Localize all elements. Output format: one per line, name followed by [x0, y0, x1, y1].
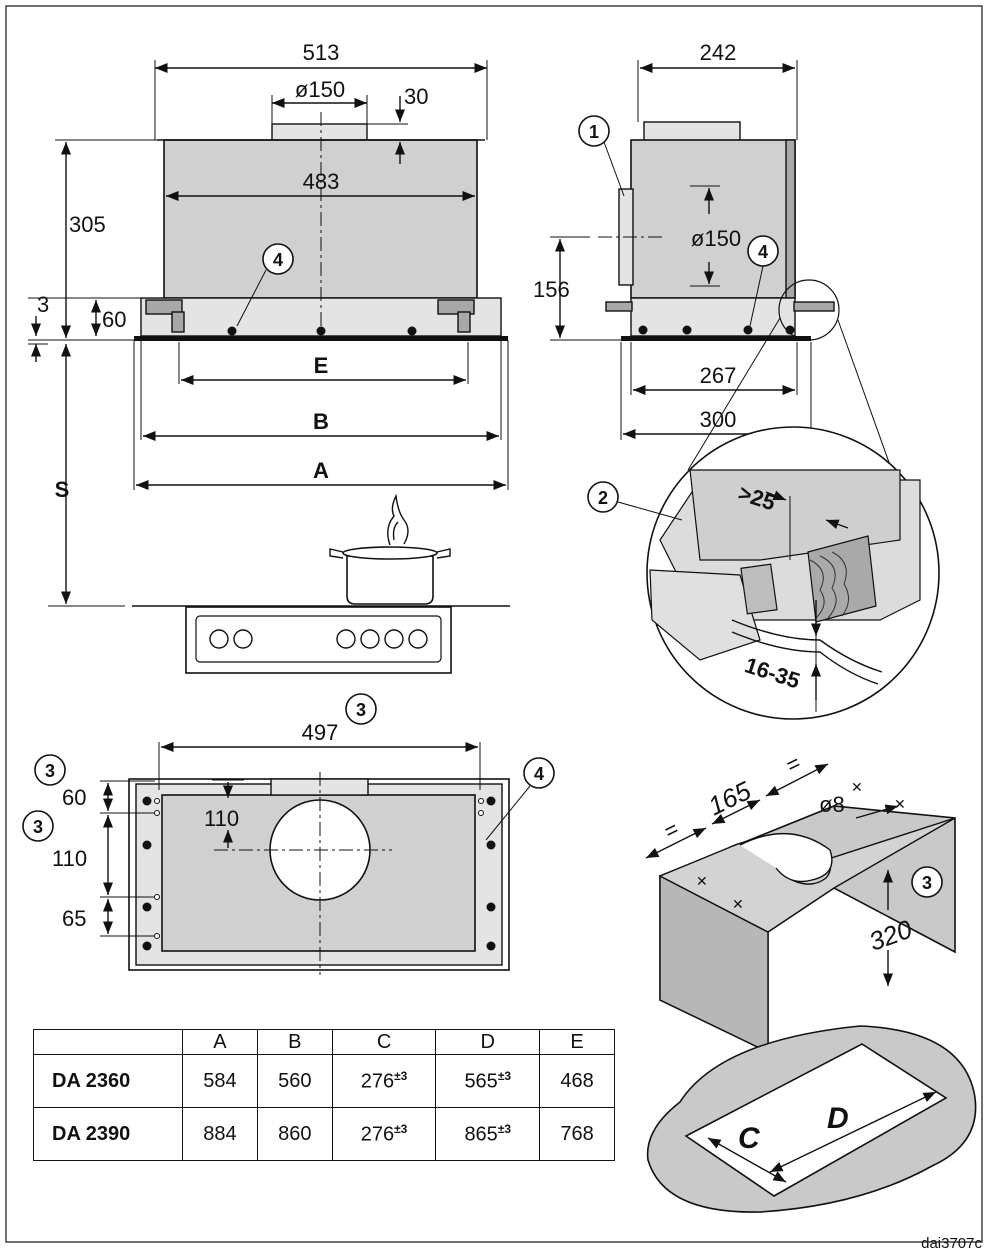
table-cell: 276±3: [331, 1107, 437, 1161]
dim-side-duct-diameter: ø150: [691, 226, 741, 251]
callout-1: [578, 115, 610, 147]
dim-30: 30: [404, 84, 428, 109]
label-D: D: [827, 1102, 849, 1135]
model-cell: DA 2360: [33, 1054, 183, 1108]
dim-497: 497: [302, 720, 339, 745]
dim-110-inner: 110: [204, 806, 239, 831]
table-header-row: A B C D E: [33, 1029, 615, 1055]
x-mark-icon: ✕: [732, 896, 744, 912]
eq-left: =: [660, 816, 683, 844]
table-cell: 860: [256, 1107, 333, 1161]
callout-3-left-top: [34, 754, 66, 786]
model-cell: DA 2390: [33, 1107, 183, 1161]
callout-3-cabinet: [911, 866, 943, 898]
label-E: E: [314, 353, 329, 378]
table-header: D: [435, 1029, 541, 1055]
document-id: dai3707c: [921, 1235, 982, 1252]
callout-3-left: [22, 810, 54, 842]
svg-text:2: 2: [598, 488, 608, 508]
svg-text:3: 3: [356, 700, 366, 720]
svg-text:3: 3: [922, 873, 932, 893]
dim-165: 165: [703, 775, 756, 821]
svg-text:4: 4: [273, 250, 283, 270]
dim-305: 305: [69, 212, 106, 237]
side-housing: [630, 139, 796, 299]
dim-3: 3: [37, 292, 49, 317]
cabinet-view: ✕ ✕ ✕ ✕ = 165 = ø8 320 3 C D: [645, 750, 977, 1213]
table-header: [33, 1029, 183, 1055]
table-cell: 584: [182, 1054, 258, 1108]
callout-3-top: [345, 693, 377, 725]
side-view: 242 ø150 156 267 300 1 4: [533, 40, 925, 561]
pot: [346, 555, 434, 605]
table-header: C: [331, 1029, 437, 1055]
svg-text:3: 3: [33, 817, 43, 837]
callout-4-bottom: [523, 757, 555, 789]
dim-60-bottom: 60: [62, 785, 86, 810]
svg-text:4: 4: [758, 242, 768, 262]
svg-text:1: 1: [589, 122, 599, 142]
dim-110-left: 110: [52, 846, 87, 871]
worktop-section: [807, 535, 877, 623]
table-header: E: [539, 1029, 615, 1055]
bottom-view: 497 3 60 110 65 110 3 3 4: [22, 693, 555, 975]
table-row: DA 2360 584 560 276±3 565±3 468: [33, 1054, 615, 1108]
dim-242: 242: [700, 40, 737, 65]
cabinet-cutout: [739, 832, 833, 883]
dim-267: 267: [700, 363, 737, 388]
table-cell: 565±3: [435, 1054, 541, 1108]
table-header: A: [182, 1029, 258, 1055]
eq-right: =: [782, 750, 805, 778]
table-cell: 560: [256, 1054, 333, 1108]
front-view: 513 ø150 30 483 305 60 3 E B: [28, 40, 510, 674]
dim-60: 60: [102, 307, 126, 332]
dim-duct-diameter: ø150: [295, 77, 345, 102]
table-header: B: [256, 1029, 333, 1055]
detail-view: >25 16-35 2: [587, 426, 940, 720]
table-cell: 768: [539, 1107, 615, 1161]
table-cell: 884: [182, 1107, 258, 1161]
steam-icon: [387, 493, 409, 546]
dimension-table: A B C D E DA 2360 584 560 276±3 565±3 46…: [33, 1029, 615, 1161]
dim-65: 65: [62, 906, 86, 931]
dim-156: 156: [533, 277, 570, 302]
table-cell: 468: [539, 1054, 615, 1108]
page-border: [5, 5, 983, 1243]
callout-2: [587, 481, 619, 513]
table-row: DA 2390 884 860 276±3 865±3 768: [33, 1107, 615, 1161]
table-cell: 276±3: [331, 1054, 437, 1108]
x-mark-icon: ✕: [696, 873, 708, 889]
table-cell: 865±3: [435, 1107, 541, 1161]
callout-4-front: [262, 243, 294, 275]
svg-text:3: 3: [45, 761, 55, 781]
dim-483: 483: [303, 169, 340, 194]
label-B: B: [313, 409, 329, 434]
label-A: A: [313, 458, 329, 483]
label-C: C: [738, 1122, 761, 1155]
dim-hole-diameter: ø8: [819, 792, 845, 817]
svg-text:4: 4: [534, 764, 544, 784]
label-S: S: [55, 477, 70, 502]
x-mark-icon: ✕: [894, 796, 906, 812]
dim-513: 513: [303, 40, 340, 65]
x-mark-icon: ✕: [851, 779, 863, 795]
